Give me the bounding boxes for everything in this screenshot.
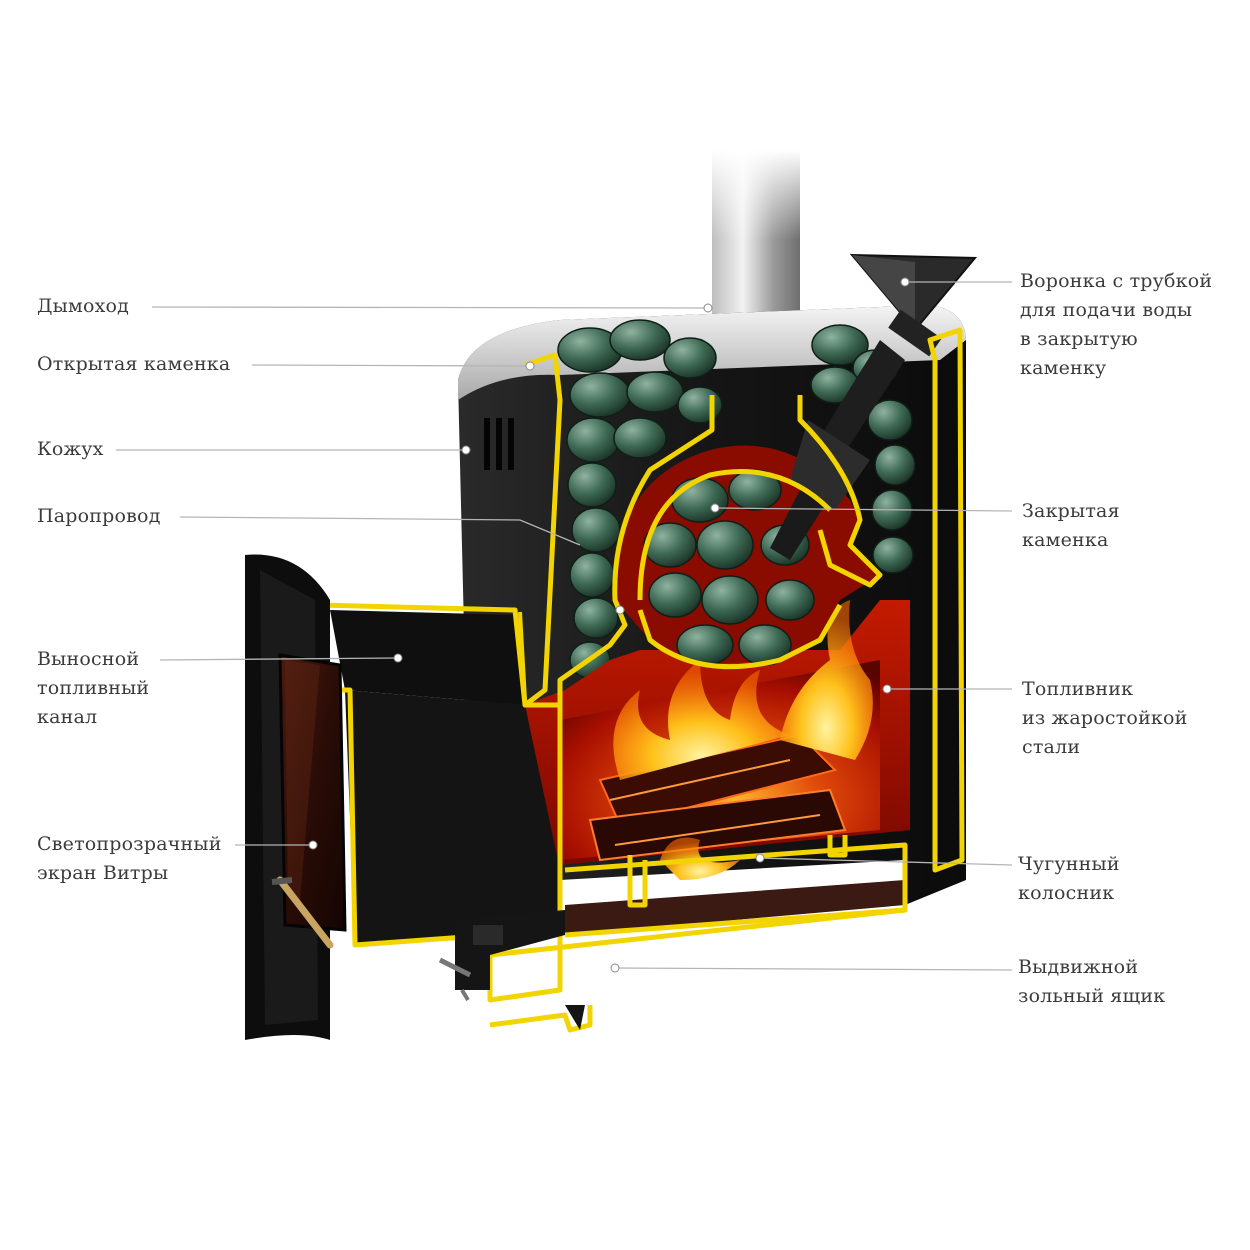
leader-remote-fuel-channel: [159, 657, 399, 661]
label-firebox-line-3: стали: [1022, 736, 1081, 758]
label-ash-drawer-line-2: зольный ящик: [1018, 985, 1166, 1007]
label-water-funnel-line-1: Воронка с трубкой: [1020, 270, 1213, 292]
flames: [613, 600, 873, 880]
label-open-heater: Открытая каменка: [37, 350, 230, 379]
leader-lines: [116, 281, 1013, 971]
label-chimney-line-1: Дымоход: [37, 295, 130, 317]
label-water-funnel-line-2: для подачи воды: [1020, 299, 1193, 321]
leader-steam-duct: [179, 516, 581, 546]
leader-chimney: [151, 306, 709, 309]
label-open-heater-line-1: Открытая каменка: [37, 353, 231, 375]
section-outline: [487, 327, 965, 1033]
label-firebox-line-1: Топливник: [1022, 678, 1134, 700]
label-water-funnel: Воронка с трубкой для подачи воды в закр…: [1020, 267, 1212, 383]
label-cast-iron-grate-line-2: колосник: [1018, 882, 1115, 904]
label-water-funnel-line-3: в закрытую: [1020, 328, 1138, 350]
label-chimney: Дымоход: [37, 292, 129, 321]
glass-door: [245, 554, 347, 1040]
label-cast-iron-grate: Чугунный колосник: [1018, 850, 1120, 908]
water-funnel: [770, 253, 978, 560]
label-remote-fuel-channel-line-3: канал: [37, 706, 98, 728]
label-steam-duct: Паропровод: [37, 502, 161, 531]
label-water-funnel-line-4: каменку: [1020, 357, 1107, 379]
label-ash-drawer-line-1: Выдвижной: [1018, 956, 1139, 978]
label-ash-drawer: Выдвижной зольный ящик: [1018, 953, 1165, 1011]
leader-closed-heater: [714, 507, 1013, 512]
leader-open-heater: [251, 364, 531, 367]
label-remote-fuel-channel-line-1: Выносной: [37, 648, 140, 670]
label-firebox: Топливник из жаростойкой стали: [1022, 675, 1188, 762]
label-cast-iron-grate-line-1: Чугунный: [1018, 853, 1120, 875]
leader-ash-drawer: [614, 967, 1013, 971]
label-remote-fuel-channel: Выносной топливный канал: [37, 645, 149, 732]
burning-logs: [588, 733, 847, 862]
label-glass-screen-line-2: экран Витры: [37, 862, 169, 884]
leader-grate: [759, 857, 1013, 866]
label-closed-heater-line-2: каменка: [1022, 529, 1109, 551]
firebox-chamber: [525, 600, 910, 935]
label-casing: Кожух: [37, 435, 104, 464]
label-glass-screen: Светопрозрачный экран Витры: [37, 830, 222, 888]
ash-drawer: [438, 910, 585, 1030]
remote-fuel-channel: [317, 602, 563, 948]
label-steam-duct-line-1: Паропровод: [37, 505, 161, 527]
callout-dots: [308, 277, 910, 973]
label-glass-screen-line-1: Светопрозрачный: [37, 833, 222, 855]
label-closed-heater: Закрытая каменка: [1022, 497, 1120, 555]
label-closed-heater-line-1: Закрытая: [1022, 500, 1120, 522]
label-casing-line-1: Кожух: [37, 438, 104, 460]
label-firebox-line-2: из жаростойкой: [1022, 707, 1188, 729]
label-remote-fuel-channel-line-2: топливный: [37, 677, 150, 699]
